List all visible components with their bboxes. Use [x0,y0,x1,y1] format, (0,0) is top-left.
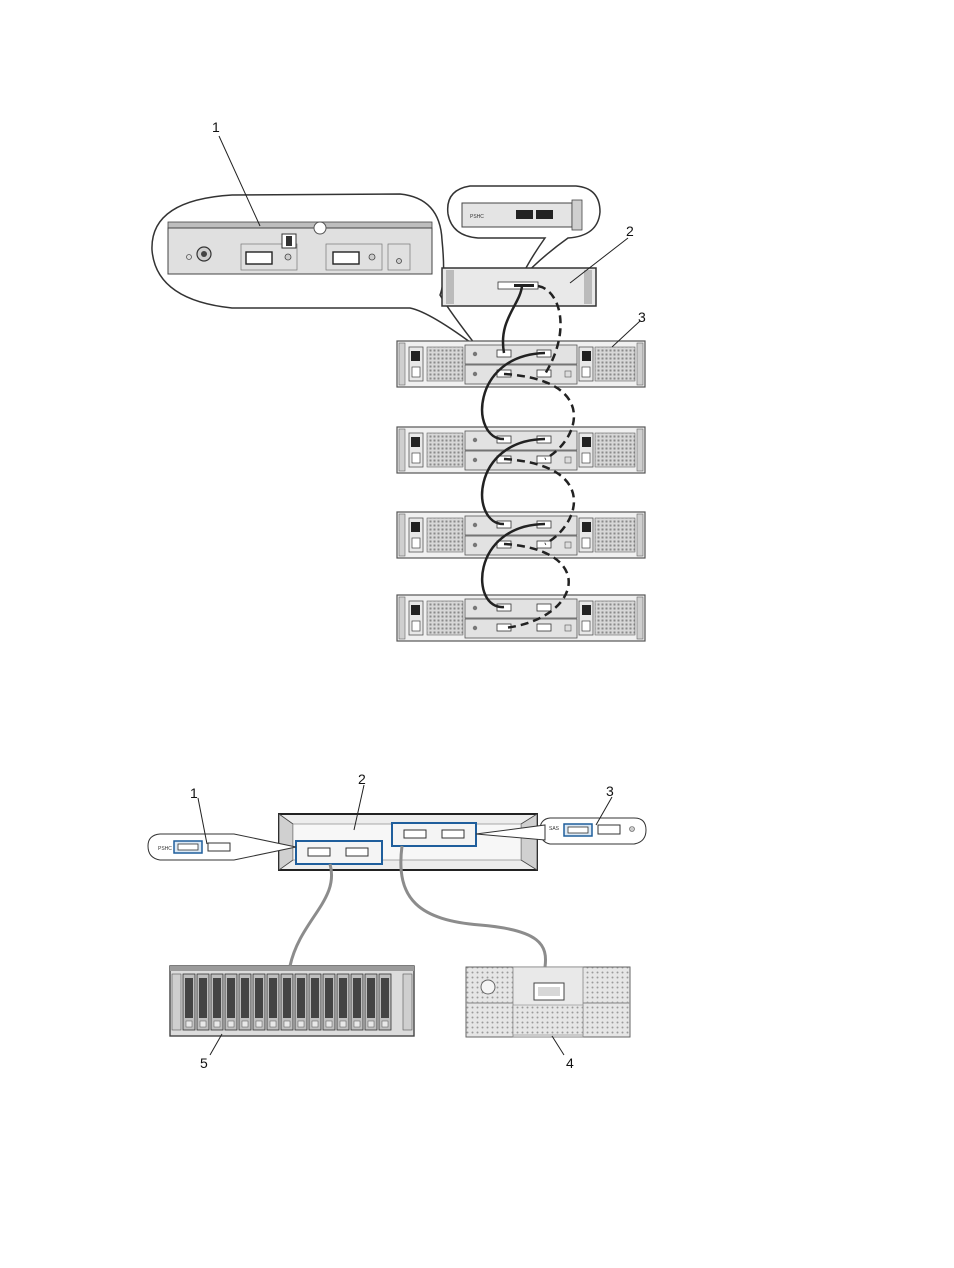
drive-bay [295,974,307,1030]
drive-bay [197,974,209,1030]
callout-2: 2 [358,771,366,787]
right-port-label: SAS [549,826,560,832]
card-label: PSHC [470,214,484,220]
left-port-label: PSHC [158,846,172,852]
drive-bay [267,974,279,1030]
drive-bay [239,974,251,1030]
drive-bay [281,974,293,1030]
callout-3: 3 [638,309,646,325]
enclosure-4 [397,595,645,641]
drive-bays [183,974,391,1030]
drive-bay [183,974,195,1030]
drive-bay [225,974,237,1030]
magnified-hba-card: PSHC [448,186,600,280]
host-server-2 [279,814,537,870]
callout-5: 5 [200,1055,208,1071]
callout-1: 1 [190,785,198,801]
host-server [442,268,596,306]
magnified-port-left: PSHC [148,834,296,860]
drive-bay [379,974,391,1030]
drive-bay [337,974,349,1030]
enclosure-2 [397,427,645,473]
drive-bay [351,974,363,1030]
drive-bay [253,974,265,1030]
figure-daisy-chain: PSHC [152,119,646,641]
callout-3: 3 [606,783,614,799]
drive-bay [211,974,223,1030]
storage-enclosure [170,966,414,1036]
figure-direct-attach: PSHC SAS [148,771,646,1071]
drive-bay [309,974,321,1030]
drive-bay [323,974,335,1030]
tape-library [466,967,630,1037]
magnified-emm-panel [152,194,478,348]
callout-1: 1 [212,119,220,135]
enclosure-3 [397,512,645,558]
callout-2: 2 [626,223,634,239]
drive-bay [365,974,377,1030]
callout-4: 4 [566,1055,574,1071]
enclosure-1 [397,341,645,387]
